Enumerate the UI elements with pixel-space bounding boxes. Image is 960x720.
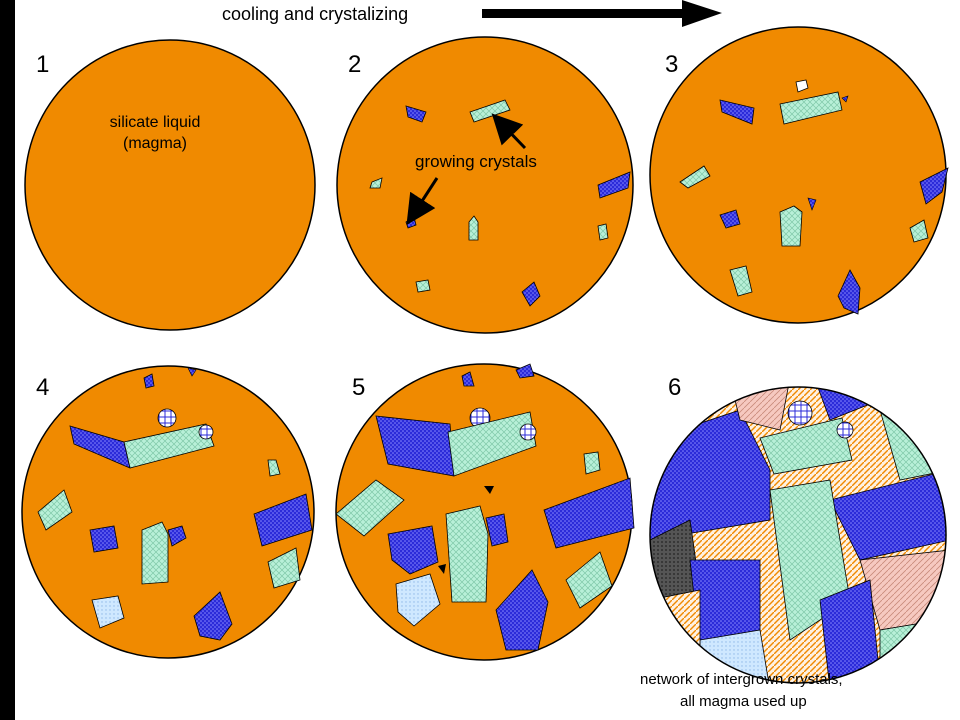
crystal <box>157 408 177 428</box>
stage-number-2: 2 <box>348 51 361 78</box>
crystal <box>543 477 635 549</box>
crystal <box>729 265 753 297</box>
stage-6-circle <box>649 386 947 684</box>
stage-number-4: 4 <box>36 374 49 401</box>
pointer-arrow <box>491 113 527 150</box>
crystal <box>193 591 233 641</box>
crystal <box>779 205 803 247</box>
crystal <box>495 569 549 651</box>
crystal <box>565 551 613 609</box>
crystal <box>719 99 755 125</box>
crystal <box>795 79 809 93</box>
network-caption-line1: network of intergrown crystals; <box>640 671 843 688</box>
stage-4-circle <box>21 365 315 659</box>
crystal <box>267 459 281 477</box>
process-arrow <box>482 0 722 27</box>
crystal <box>187 367 197 377</box>
stage-number-6: 6 <box>668 374 681 401</box>
stage-3-circle <box>649 26 949 324</box>
crystal <box>438 564 446 574</box>
crystal <box>123 423 215 469</box>
crystal <box>485 513 509 547</box>
crystal <box>841 95 849 103</box>
crystal <box>779 91 843 125</box>
crystal <box>267 547 301 589</box>
crystal <box>597 223 609 241</box>
crystal <box>37 489 73 531</box>
crystal <box>719 209 741 229</box>
crystal <box>141 521 169 585</box>
crystal <box>335 479 405 537</box>
stage-2-circle: growing crystals <box>336 36 634 334</box>
stage-1-circle: silicate liquid (magma) <box>24 39 316 331</box>
crystal <box>515 363 535 379</box>
crystal <box>143 373 155 389</box>
crystal <box>369 177 383 189</box>
growing-crystals-label: growing crystals <box>415 152 537 171</box>
crystal <box>167 525 187 547</box>
stage-5-circle <box>335 363 635 661</box>
crystal <box>807 197 817 211</box>
crystal <box>387 525 439 575</box>
crystal <box>837 269 861 315</box>
crystal <box>405 105 427 123</box>
pointer-arrow <box>406 177 439 226</box>
crystal <box>198 424 214 440</box>
stage-number-1: 1 <box>36 51 49 78</box>
crystal <box>469 99 511 123</box>
crystal <box>597 171 631 199</box>
crystal <box>447 411 537 477</box>
magma-label: (magma) <box>123 135 187 152</box>
stage-number-3: 3 <box>665 51 678 78</box>
crystal <box>445 505 489 603</box>
crystal <box>461 371 475 387</box>
silicate-liquid-label: silicate liquid <box>110 114 201 131</box>
crystal <box>468 215 479 241</box>
crystal <box>583 451 601 475</box>
crystal <box>91 595 125 629</box>
crystal <box>89 525 119 553</box>
network-caption-line2: all magma used up <box>680 693 807 710</box>
crystal <box>253 493 313 547</box>
crystal <box>484 486 494 494</box>
diagram-title: cooling and crystalizing <box>222 4 408 24</box>
crystal <box>679 165 711 189</box>
crystal <box>919 167 949 205</box>
crystal <box>521 281 541 307</box>
crystal <box>415 279 431 293</box>
crystal <box>519 423 537 441</box>
crystal <box>395 573 441 627</box>
crystal <box>909 219 929 243</box>
stage-number-5: 5 <box>352 374 365 401</box>
